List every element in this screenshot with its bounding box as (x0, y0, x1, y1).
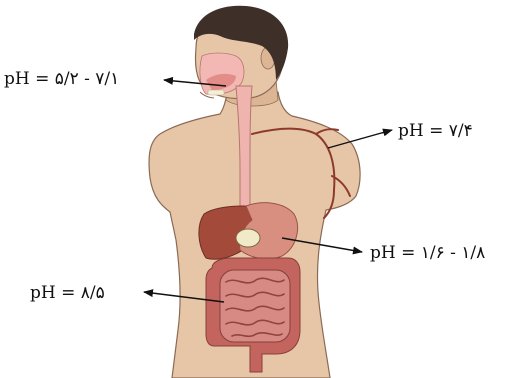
mouth-ph-label: pH = ۵/۲ - ۷/۱ (4, 69, 119, 89)
gallbladder (236, 229, 260, 247)
blood-ph-label: pH = ۷/۴ (398, 121, 473, 141)
intestine-ph-label: pH = ۸/۵ (30, 283, 105, 303)
small-intestine (220, 270, 290, 342)
stomach-ph-label: pH = ۱/۶ - ۱/۸ (370, 243, 485, 263)
teeth (208, 90, 224, 95)
